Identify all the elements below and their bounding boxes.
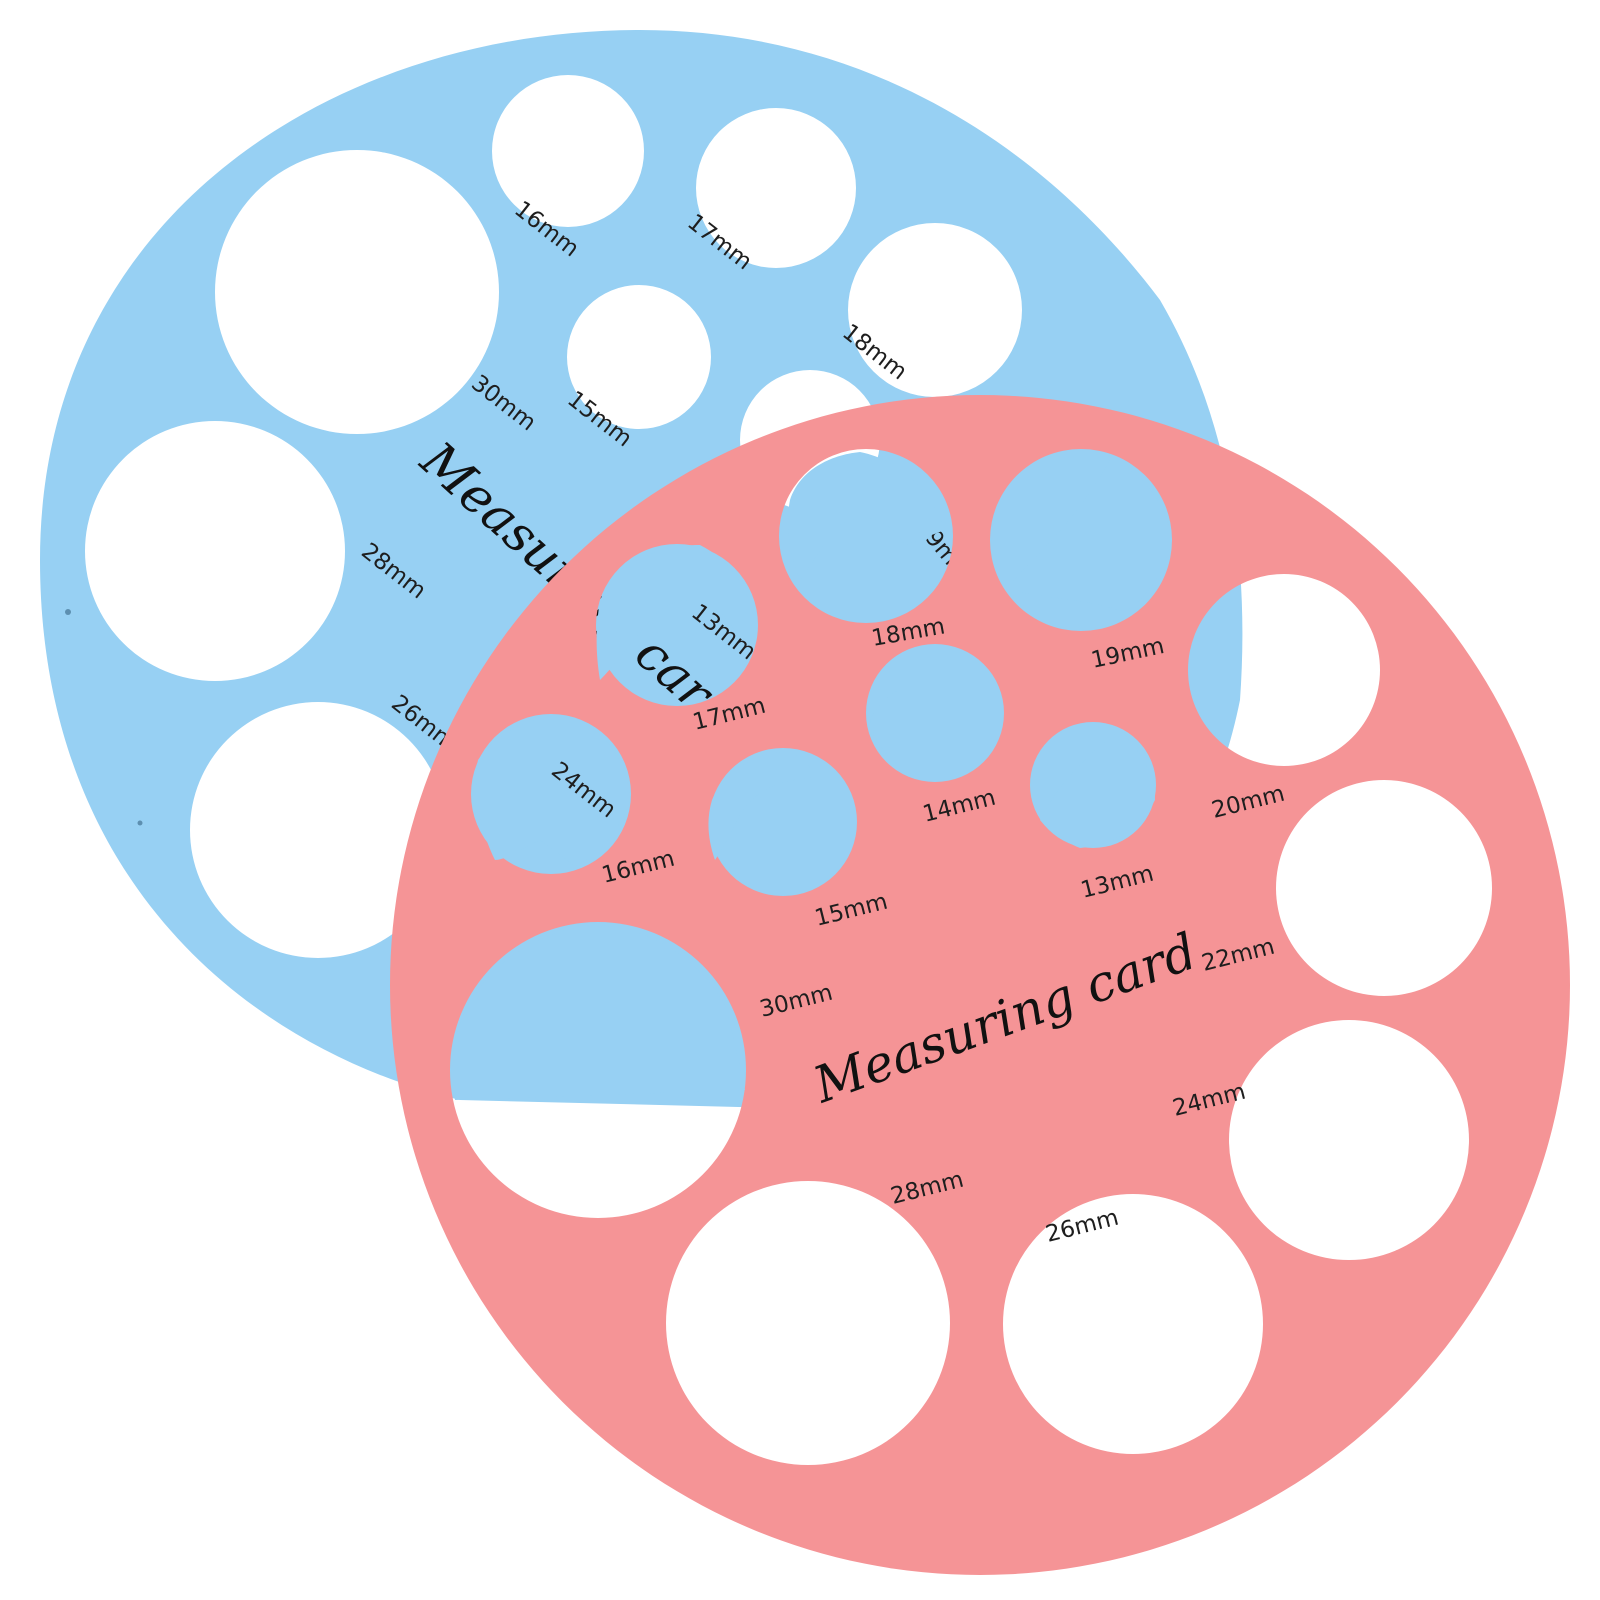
blue-through-hole-30mm (452, 925, 745, 1100)
blue-through-hole-15mm (708, 751, 812, 860)
blue-through-hole-14mm (870, 688, 905, 770)
blue-through-hole-24mm (475, 716, 630, 866)
pink-measuring-card: 13mm 18mm 19mm 17mm 24mm 16mm 14mm 15mm … (390, 395, 1570, 1575)
blue-through-hole-19mm (1005, 460, 1172, 612)
blue-through-hole-13mm-right (1040, 730, 1155, 848)
blue-through-hole-13mm (596, 545, 755, 680)
blue-card-speck (65, 609, 71, 615)
blue-through-hole-18mm (788, 452, 945, 580)
blue-card-speck (137, 820, 143, 826)
pink-card-disc (390, 395, 1570, 1575)
blue-through-holes (452, 452, 1172, 1100)
